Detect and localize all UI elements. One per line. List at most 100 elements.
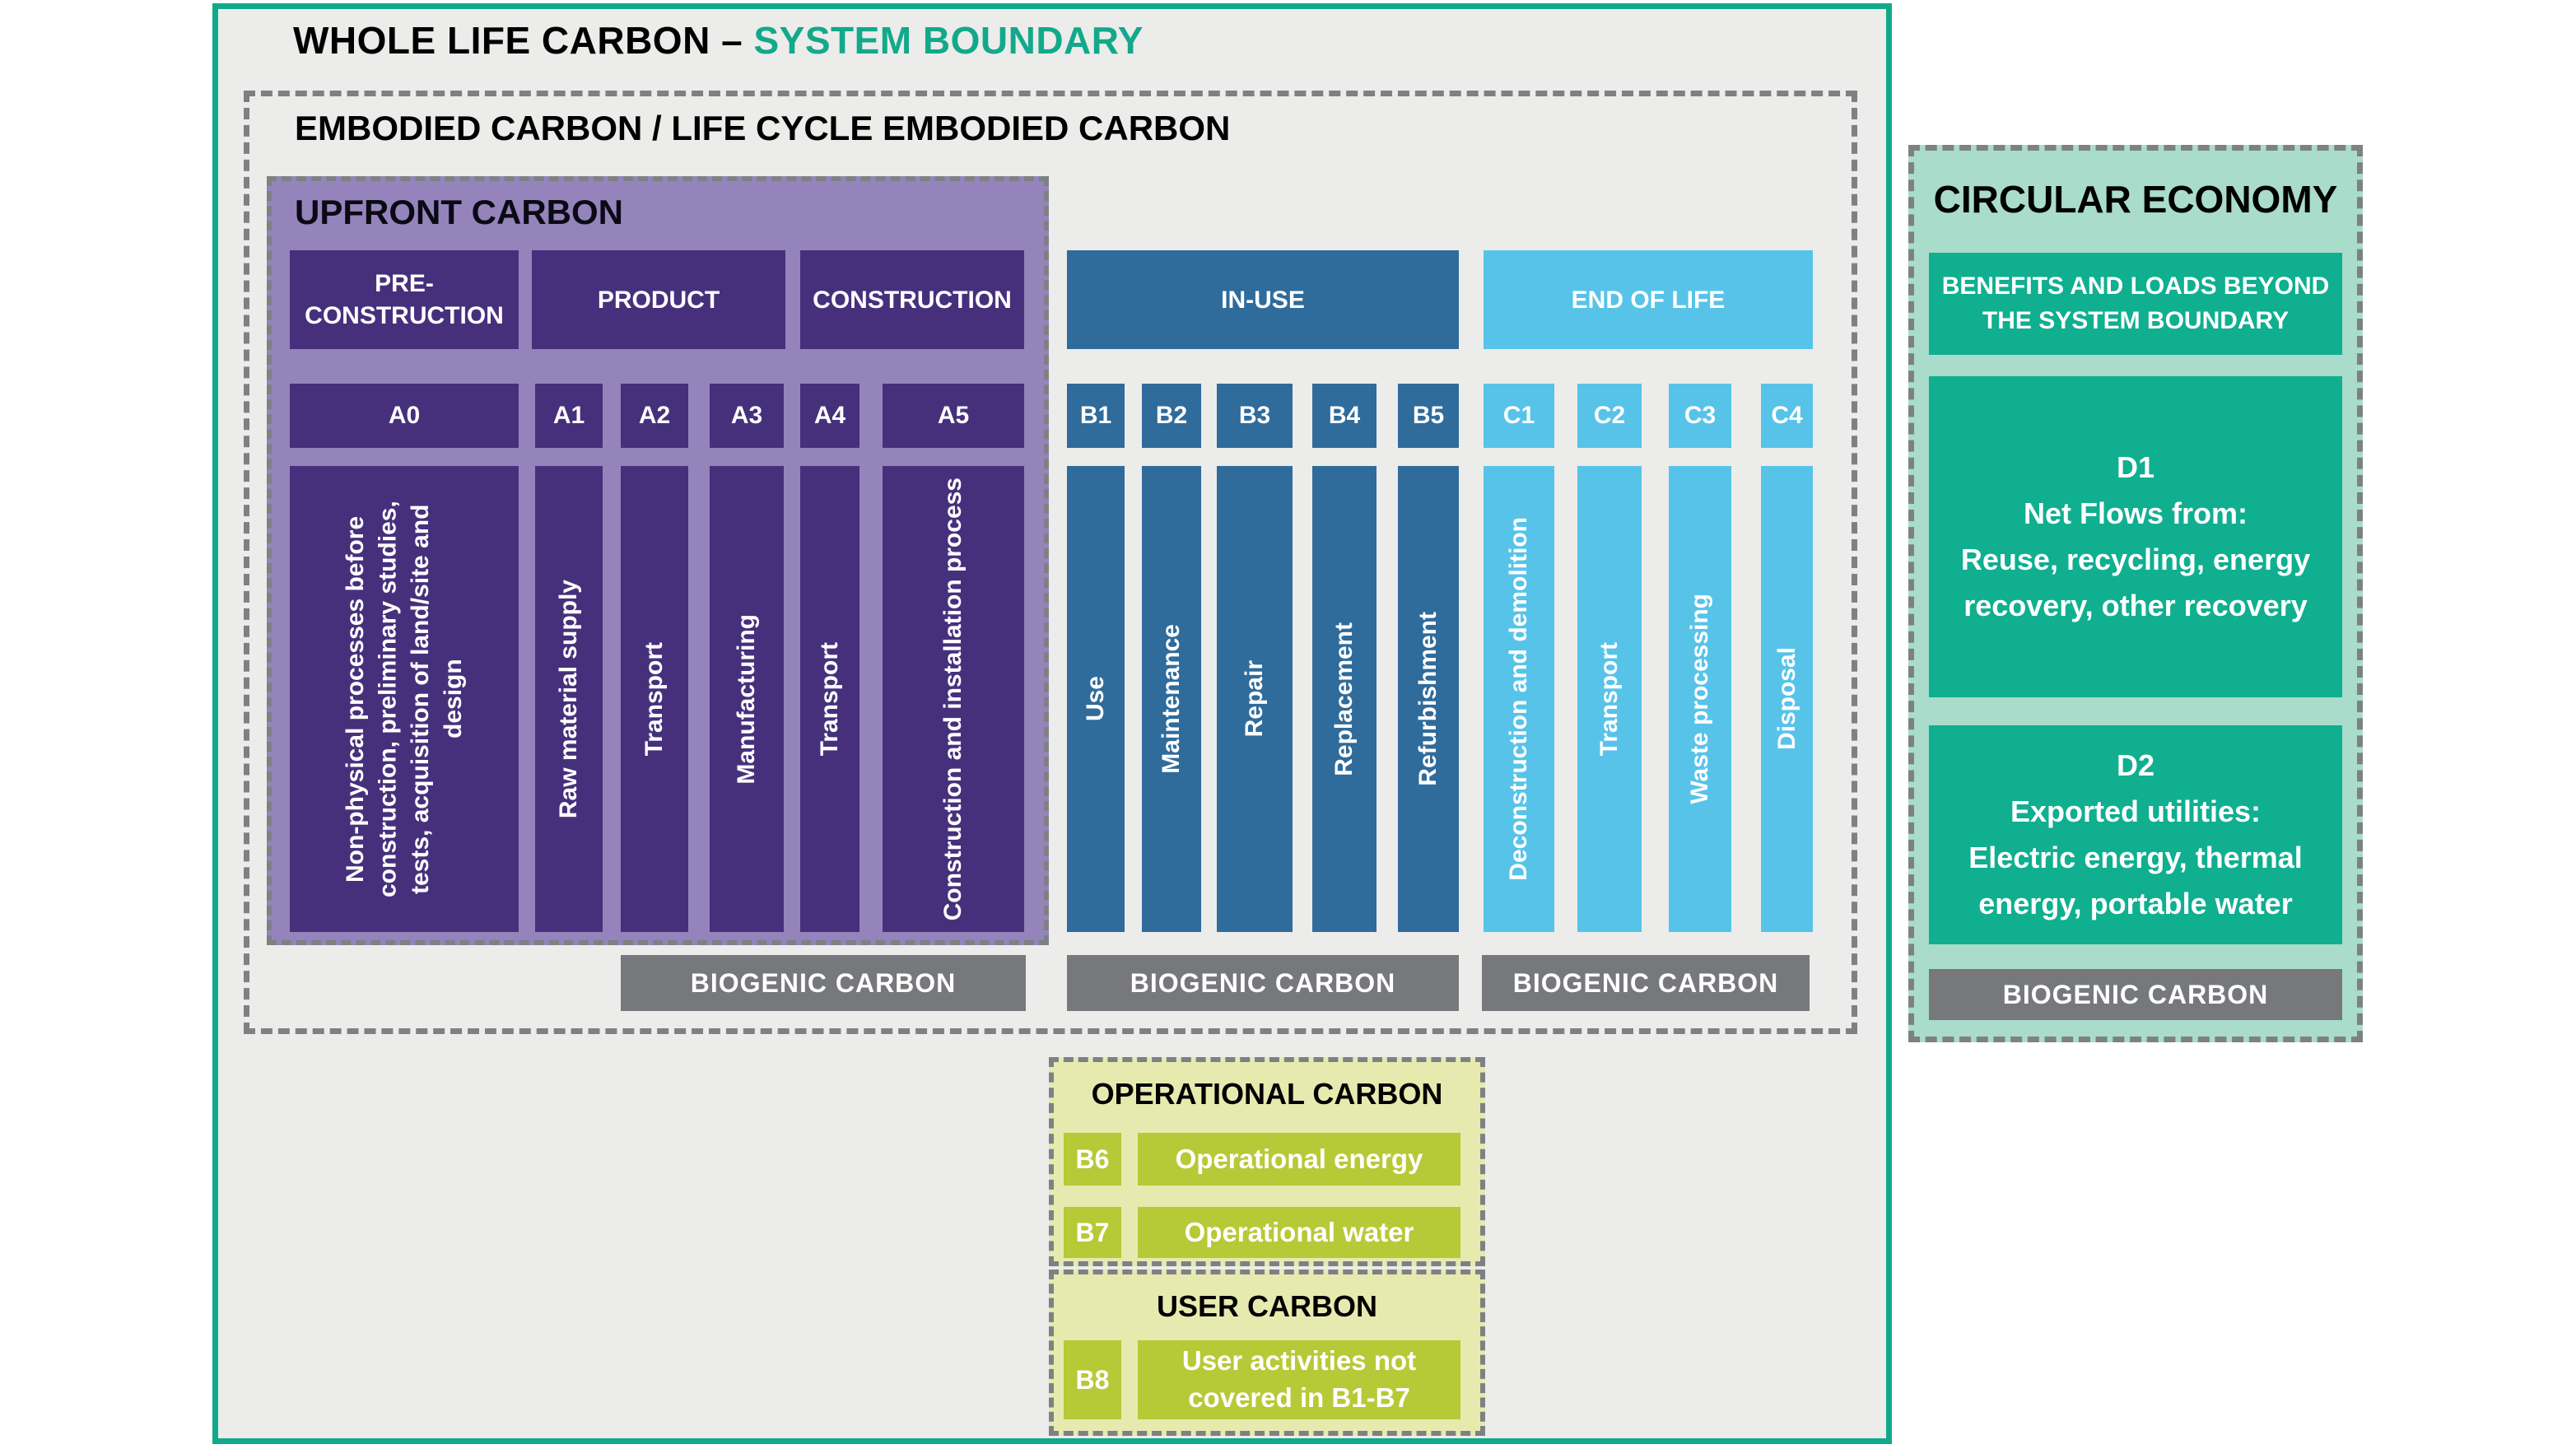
stage-code-b6: B6	[1064, 1133, 1121, 1186]
stage-column-b4: Replacement	[1312, 466, 1377, 932]
stage-column-a1: Raw material supply	[535, 466, 603, 932]
benefits-line-2: THE SYSTEM BOUNDARY	[1982, 307, 2290, 334]
group-header-end-of-life: END OF LIFE	[1484, 250, 1813, 349]
biogenic-carbon-bar-circular: BIOGENIC CARBON	[1929, 969, 2342, 1020]
stage-column-b3: Repair	[1217, 466, 1293, 932]
group-header-product: PRODUCT	[532, 250, 785, 349]
operational-carbon-title: OPERATIONAL CARBON	[1091, 1077, 1443, 1111]
stage-code-c1: C1	[1484, 384, 1554, 448]
group-header-in-use: IN-USE	[1067, 250, 1459, 349]
page-title-accent: SYSTEM BOUNDARY	[753, 19, 1144, 62]
stage-column-a2: Transport	[621, 466, 688, 932]
stage-a4: A4 Transport	[800, 384, 859, 932]
stage-a1: A1 Raw material supply	[535, 384, 603, 932]
stage-column-b1: Use	[1067, 466, 1125, 932]
stage-a3: A3 Manufacturing	[710, 384, 784, 932]
stage-code-b7: B7	[1064, 1207, 1121, 1258]
stage-column-c4: Disposal	[1761, 466, 1813, 932]
stage-code-a1: A1	[535, 384, 603, 448]
group-header-pre-construction: PRE-CONSTRUCTION	[290, 250, 519, 349]
stage-a2: A2 Transport	[621, 384, 688, 932]
stage-column-b2: Maintenance	[1142, 466, 1201, 932]
user-carbon-box: USER CARBON B8 User activities not cover…	[1049, 1270, 1485, 1436]
stage-d2-line-2: Electric energy, thermal	[1968, 841, 2303, 874]
stage-label-c2: Transport	[1595, 641, 1623, 757]
stage-b1: B1 Use	[1067, 384, 1125, 932]
stage-label-b3: Repair	[1241, 660, 1269, 738]
stage-c1: C1 Deconstruction and demolition	[1484, 384, 1554, 932]
stage-code-b5: B5	[1398, 384, 1459, 448]
stage-code-a0: A0	[290, 384, 519, 448]
stage-label-c3: Waste processing	[1686, 594, 1714, 804]
stage-column-b5: Refurbishment	[1398, 466, 1459, 932]
stage-label-b1: Use	[1082, 676, 1110, 722]
group-header-construction: CONSTRUCTION	[800, 250, 1024, 349]
page-title-main: WHOLE LIFE CARBON –	[293, 19, 754, 62]
stage-label-a2: Transport	[641, 641, 668, 757]
stage-label-a1: Raw material supply	[555, 579, 583, 819]
stage-d2-line-1: Exported utilities:	[2010, 794, 2262, 829]
stage-c4: C4 Disposal	[1761, 384, 1813, 932]
operational-carbon-box: OPERATIONAL CARBON B6 Operational energy…	[1049, 1057, 1485, 1266]
stage-column-c3: Waste processing	[1669, 466, 1731, 932]
stage-b2: B2 Maintenance	[1142, 384, 1201, 932]
stage-code-a3: A3	[710, 384, 784, 448]
stage-d2-line-3: energy, portable water	[1978, 886, 2293, 920]
stage-code-b3: B3	[1217, 384, 1293, 448]
biogenic-carbon-bar-upfront: BIOGENIC CARBON	[621, 955, 1026, 1011]
stage-code-b1: B1	[1067, 384, 1125, 448]
stage-label-c4: Disposal	[1772, 647, 1800, 751]
stage-column-c1: Deconstruction and demolition	[1484, 466, 1554, 932]
stage-d2-box: D2 Exported utilities: Electric energy, …	[1929, 725, 2342, 944]
stage-d1-line-1: Net Flows from:	[2023, 496, 2248, 531]
embodied-carbon-frame	[244, 91, 1857, 1034]
stage-label-c1: Deconstruction and demolition	[1505, 517, 1533, 881]
stage-label-a0: Non-physical processes before constructi…	[341, 501, 467, 897]
stage-column-a3: Manufacturing	[710, 466, 784, 932]
stage-column-a5: Construction and installation process	[883, 466, 1024, 932]
stage-label-b2: Maintenance	[1158, 624, 1186, 774]
stage-label-a3: Manufacturing	[733, 613, 761, 785]
stage-code-c2: C2	[1577, 384, 1642, 448]
stage-code-a5: A5	[883, 384, 1024, 448]
stage-code-c4: C4	[1761, 384, 1813, 448]
stage-label-b8: User activities not covered in B1-B7	[1138, 1340, 1460, 1419]
stage-column-a4: Transport	[800, 466, 859, 932]
stage-a5: A5 Construction and installation process	[883, 384, 1024, 932]
page-title: WHOLE LIFE CARBON – SYSTEM BOUNDARY	[293, 18, 1144, 63]
stage-c3: C3 Waste processing	[1669, 384, 1731, 932]
stage-code-b4: B4	[1312, 384, 1377, 448]
stage-b3: B3 Repair	[1217, 384, 1293, 932]
stage-d1-line-2: Reuse, recycling, energy	[1960, 543, 2311, 576]
stage-label-b5: Refurbishment	[1414, 612, 1442, 786]
stage-code-b8: B8	[1064, 1340, 1121, 1419]
stage-a0: A0 Non-physical processes before constru…	[290, 384, 519, 932]
stage-column-a0: Non-physical processes before constructi…	[290, 466, 519, 932]
stage-code-d2: D2	[2116, 748, 2155, 783]
stage-column-c2: Transport	[1577, 466, 1642, 932]
stage-d1-line-3: recovery, other recovery	[1963, 588, 2308, 622]
stage-code-b2: B2	[1142, 384, 1201, 448]
stage-b5: B5 Refurbishment	[1398, 384, 1459, 932]
upfront-carbon-title: UPFRONT CARBON	[295, 193, 623, 231]
benefits-line-1: BENEFITS AND LOADS BEYOND	[1941, 273, 2330, 300]
stage-code-a2: A2	[621, 384, 688, 448]
stage-b4: B4 Replacement	[1312, 384, 1377, 932]
stage-label-a4: Transport	[816, 641, 844, 757]
stage-code-a4: A4	[800, 384, 859, 448]
benefits-and-loads-box: BENEFITS AND LOADS BEYOND THE SYSTEM BOU…	[1929, 253, 2342, 355]
stage-label-a5: Construction and installation process	[939, 477, 967, 921]
stage-code-c3: C3	[1669, 384, 1731, 448]
user-carbon-title: USER CARBON	[1156, 1289, 1377, 1323]
biogenic-carbon-bar-end-of-life: BIOGENIC CARBON	[1482, 955, 1810, 1011]
stage-label-b4: Replacement	[1330, 622, 1358, 776]
stage-label-b6: Operational energy	[1138, 1133, 1460, 1186]
stage-d1-box: D1 Net Flows from: Reuse, recycling, ene…	[1929, 376, 2342, 697]
embodied-carbon-title: EMBODIED CARBON / LIFE CYCLE EMBODIED CA…	[295, 109, 1231, 147]
circular-economy-title: CIRCULAR ECONOMY	[1933, 178, 2338, 221]
circular-economy-panel: CIRCULAR ECONOMY BENEFITS AND LOADS BEYO…	[1908, 145, 2363, 1042]
stage-label-b7: Operational water	[1138, 1207, 1460, 1258]
stage-code-d1: D1	[2116, 450, 2155, 485]
biogenic-carbon-bar-in-use: BIOGENIC CARBON	[1067, 955, 1459, 1011]
